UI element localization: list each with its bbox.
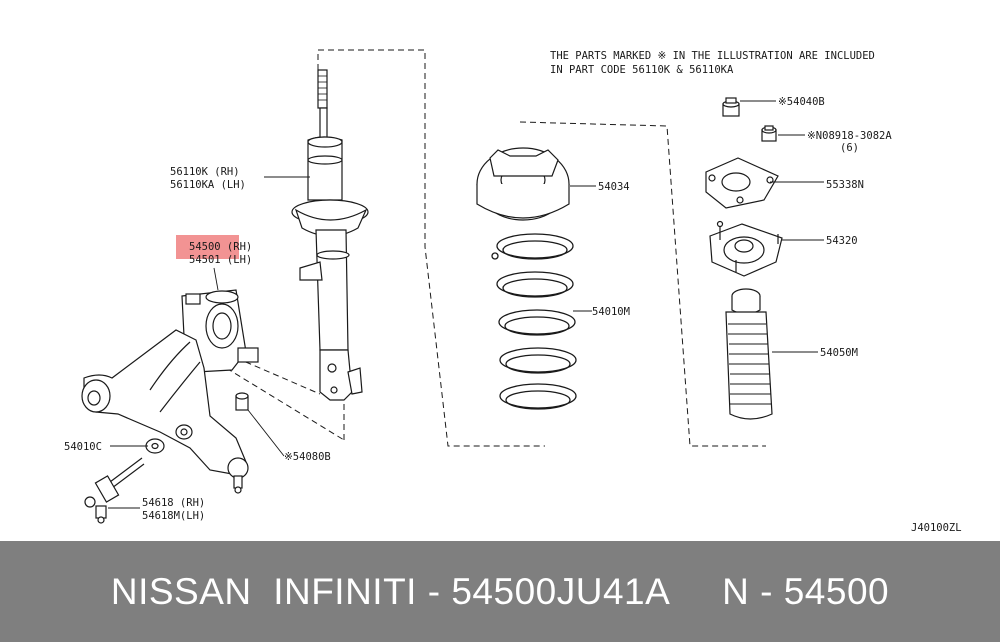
- nuts: [722, 97, 777, 142]
- title-banner: NISSAN INFINITI - 54500JU41A N - 54500: [0, 541, 1000, 642]
- label-nut: ※54040B: [778, 96, 825, 108]
- strut-mount: [709, 220, 783, 277]
- parts-diagram: THE PARTS MARKED ※ IN THE ILLUSTRATION A…: [64, 49, 962, 534]
- note-line-2: IN PART CODE 56110K & 56110KA: [550, 64, 734, 76]
- mount-plate: [705, 157, 779, 209]
- label-strut-lh: 56110KA (LH): [170, 179, 246, 191]
- spring-seat: [476, 147, 570, 221]
- label-knuckle-lh: 54501 (LH): [189, 254, 252, 266]
- stabilizer-link: [84, 457, 145, 524]
- coil-spring: [491, 233, 577, 410]
- knuckle-and-arm: [81, 289, 259, 494]
- label-spring-seat: 54034: [598, 181, 630, 193]
- label-strut-rh: 56110K (RH): [170, 166, 240, 178]
- assembly-outline: [217, 49, 766, 447]
- banner-title: NISSAN INFINITI - 54500JU41A N - 54500: [110, 570, 890, 612]
- leader-lines: [108, 100, 824, 509]
- strut-assembly: [291, 69, 369, 401]
- label-knuckle-rh: 54500 (RH): [189, 241, 252, 253]
- diagram-code: J40100ZL: [911, 522, 962, 534]
- label-mount: 54320: [826, 235, 858, 247]
- label-nut2: ※N08918-3082A: [807, 130, 892, 142]
- label-stab-rh: 54618 (RH): [142, 497, 205, 509]
- label-stab-lh: 54618M(LH): [142, 510, 205, 522]
- label-plate: 55338N: [826, 179, 864, 191]
- label-arm: 54010C: [64, 441, 102, 453]
- label-arm-bolt: ※54080B: [284, 451, 331, 463]
- bump-stop-boot: [725, 288, 773, 420]
- label-nut2-qty: (6): [840, 142, 859, 154]
- part-highlight: [176, 235, 239, 259]
- label-bumper: 54050M: [820, 347, 858, 359]
- note-line-1: THE PARTS MARKED ※ IN THE ILLUSTRATION A…: [550, 50, 875, 62]
- label-spring: 54010M: [592, 306, 630, 318]
